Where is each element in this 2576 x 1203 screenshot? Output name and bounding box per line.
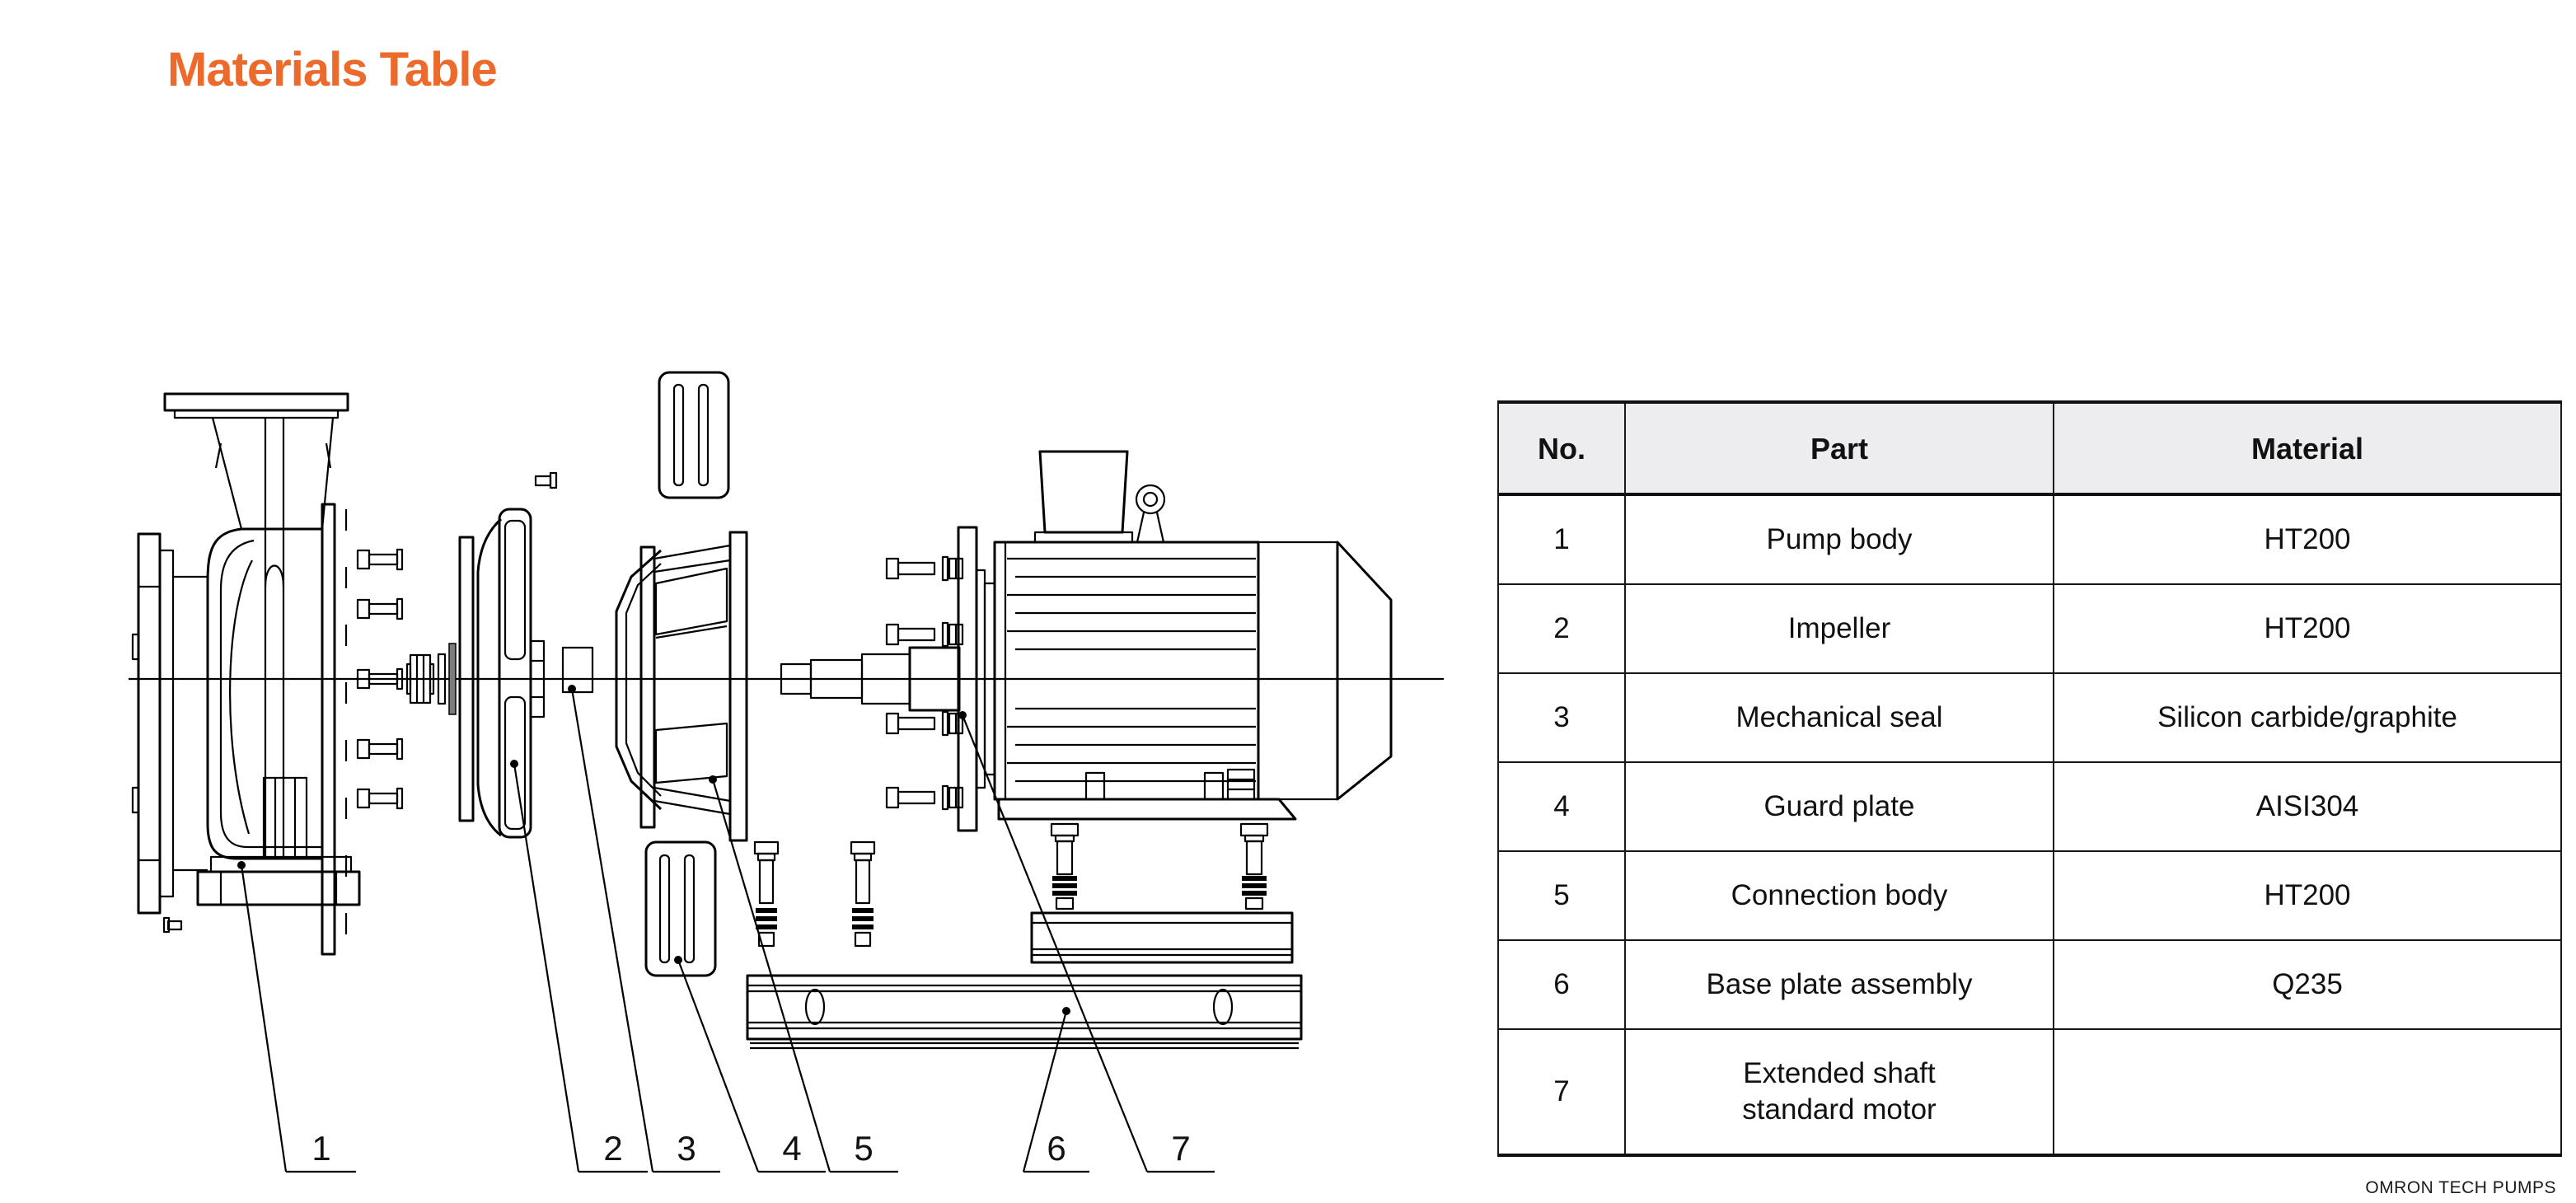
cell-material: AISI304 [2054,763,2560,852]
materials-table: No. Part Material 1 Pump body HT200 2 Im… [1497,400,2562,1157]
motor-drawing [957,450,1393,832]
table-row: 2 Impeller HT200 [1499,585,2560,674]
foundation-bolts [1050,822,1269,910]
cell-no: 7 [1499,1030,1626,1154]
footer-brand-text: OMRON TECH PUMPS [2365,1178,2556,1197]
cell-part-line2: standard motor [1742,1093,1937,1126]
cell-no: 3 [1499,674,1626,763]
callout-2: 2 [510,760,648,1173]
pump-exploded-view-diagram: 1 2 3 4 [115,354,1533,1188]
callout-4-number: 4 [782,1129,801,1168]
callout-7: 7 [958,711,1215,1173]
motor-lifting-eye [1135,484,1166,543]
cell-part: Guard plate [1626,763,2054,852]
gland-bolts [753,840,876,948]
casing-bolts [356,548,404,810]
cell-no: 1 [1499,496,1626,585]
callout-1: 1 [237,861,356,1173]
pump-diagram-svg: 1 2 3 4 [129,371,1444,1173]
cell-no: 6 [1499,941,1626,1030]
table-header-row: No. Part Material [1499,404,2560,496]
table-row: 4 Guard plate AISI304 [1499,763,2560,852]
cell-material: Silicon carbide/graphite [2054,674,2560,763]
motor-cooling-fins [1007,557,1256,783]
cell-part: Base plate assembly [1626,941,2054,1030]
table-row: 3 Mechanical seal Silicon carbide/graphi… [1499,674,2560,763]
callout-3-number: 3 [677,1129,696,1168]
header-material: Material [2054,404,2560,496]
motor-fan-cover [1336,541,1393,801]
cell-part: Extended shaft standard motor [1626,1030,2054,1154]
cell-part-line1: Extended shaft [1743,1057,1936,1090]
cell-part: Impeller [1626,585,2054,674]
cell-material: HT200 [2054,585,2560,674]
impeller-drawing [458,508,546,839]
mechanical-seal-drawing [405,643,457,715]
callout-7-number: 7 [1171,1129,1190,1168]
base-plate-drawing [746,974,1303,1050]
table-row: 5 Connection body HT200 [1499,852,2560,941]
table-row: 1 Pump body HT200 [1499,496,2560,585]
motor-terminal-box [1038,450,1129,534]
cell-no: 4 [1499,763,1626,852]
table-row: 7 Extended shaft standard motor [1499,1030,2560,1154]
cell-material [2054,1030,2560,1154]
callout-5: 5 [709,775,898,1173]
cell-material: Q235 [2054,941,2560,1030]
callout-5-number: 5 [854,1129,873,1168]
callout-2-number: 2 [603,1129,622,1168]
callout-6: 6 [1022,1007,1089,1173]
callout-6-number: 6 [1047,1129,1066,1168]
motor-flange-bolts [885,555,964,811]
callout-1-number: 1 [311,1129,330,1168]
header-no: No. [1499,404,1626,496]
header-part: Part [1626,404,2054,496]
motor-rail-drawing [1030,911,1294,964]
guard-plate-top-drawing [658,371,730,499]
pump-body-drawing [131,392,558,956]
cell-part: Connection body [1626,852,2054,941]
cell-material: HT200 [2054,852,2560,941]
cell-part: Mechanical seal [1626,674,2054,763]
connection-body-drawing [615,531,748,842]
table-row: 6 Base plate assembly Q235 [1499,941,2560,1030]
callout-3: 3 [568,685,720,1173]
cell-part: Pump body [1626,496,2054,585]
callout-4: 4 [674,956,826,1173]
guard-plate-bottom-drawing [644,840,717,977]
cell-no: 5 [1499,852,1626,941]
page-title: Materials Table [167,42,498,96]
motor-foot-bar [997,798,1297,821]
cell-material: HT200 [2054,496,2560,585]
shaft-key-drawing [561,646,594,694]
cell-no: 2 [1499,585,1626,674]
